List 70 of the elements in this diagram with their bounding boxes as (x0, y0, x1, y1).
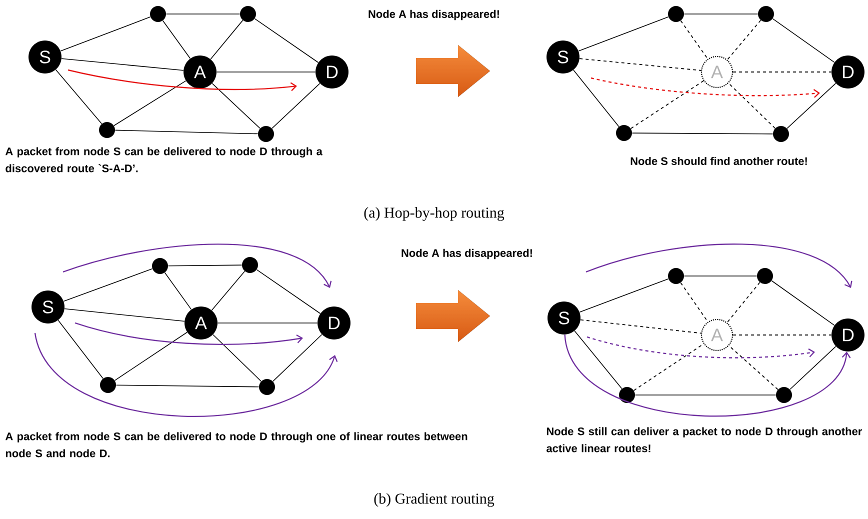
link-line (114, 130, 258, 134)
relay-dot (258, 126, 274, 142)
link-line (786, 82, 836, 129)
link-line (632, 132, 774, 134)
subfigure-caption: (b) Gradient routing (374, 493, 494, 507)
description-text: A packet from node S can be delivered to node D through one of linear routes between node S and node D. (5, 432, 468, 458)
relay-dot (99, 122, 115, 138)
relay-dot (668, 268, 684, 284)
link-line (116, 384, 260, 388)
link-line (168, 264, 242, 266)
route-arrow (564, 334, 851, 417)
link-line (580, 319, 702, 334)
link-line (254, 18, 319, 63)
link-line (162, 20, 191, 59)
relay-dot (150, 6, 166, 22)
relay-dot (240, 6, 256, 22)
link-line (771, 280, 835, 326)
link-line (790, 346, 836, 390)
link-line (256, 269, 321, 314)
description-text: A packet from node S can be delivered to node D through a discovered route `S-A-D’. (5, 147, 322, 172)
relay-dot (100, 377, 116, 393)
link-line (64, 308, 185, 322)
link-line (579, 58, 702, 71)
link-line (272, 83, 320, 129)
relay-dot (619, 386, 635, 403)
link-line (732, 334, 832, 336)
link-line (579, 278, 669, 313)
link-line (164, 272, 192, 310)
link-line (212, 334, 262, 382)
link-line (728, 345, 778, 390)
link-line (211, 270, 246, 311)
link-line (60, 16, 151, 52)
link-line (726, 20, 762, 60)
relay-dot (668, 6, 684, 22)
link-line (633, 343, 704, 391)
link-line (114, 80, 186, 126)
link-line (217, 322, 318, 324)
relay-dot (242, 257, 258, 273)
description-text: Node S still can deliver a packet to node D through another active linear routes! (546, 427, 862, 452)
link-line (212, 83, 260, 129)
vanished-node: A (700, 318, 734, 352)
link-line (772, 18, 835, 63)
relay-dot (757, 268, 773, 284)
relay-dot (259, 378, 275, 395)
status-text: Node A has disappeared! (368, 10, 499, 20)
relay-dot (776, 386, 792, 403)
link-line (210, 20, 244, 60)
status-text: Node A has disappeared! (402, 248, 532, 260)
relay-dot (616, 125, 632, 141)
link-line (680, 282, 708, 322)
link-line (272, 334, 322, 382)
link-line (630, 80, 704, 129)
link-line (728, 82, 776, 129)
relay-dot (773, 126, 789, 142)
link-line (58, 320, 104, 379)
link-line (634, 394, 776, 396)
link-line (63, 268, 153, 302)
link-line (680, 20, 708, 60)
subfigure-caption: (a) Hop-by-hop routing (364, 207, 504, 221)
link-line (578, 16, 669, 52)
vanished-node: A (700, 56, 734, 88)
link-line (61, 58, 184, 71)
link-line (726, 282, 760, 323)
relay-dot (758, 6, 774, 22)
status-text: Node S should find another route! (630, 156, 807, 166)
relay-dot (152, 258, 168, 274)
link-line (573, 70, 620, 127)
link-line (574, 330, 622, 390)
link-line (114, 332, 188, 381)
link-line (55, 69, 102, 124)
